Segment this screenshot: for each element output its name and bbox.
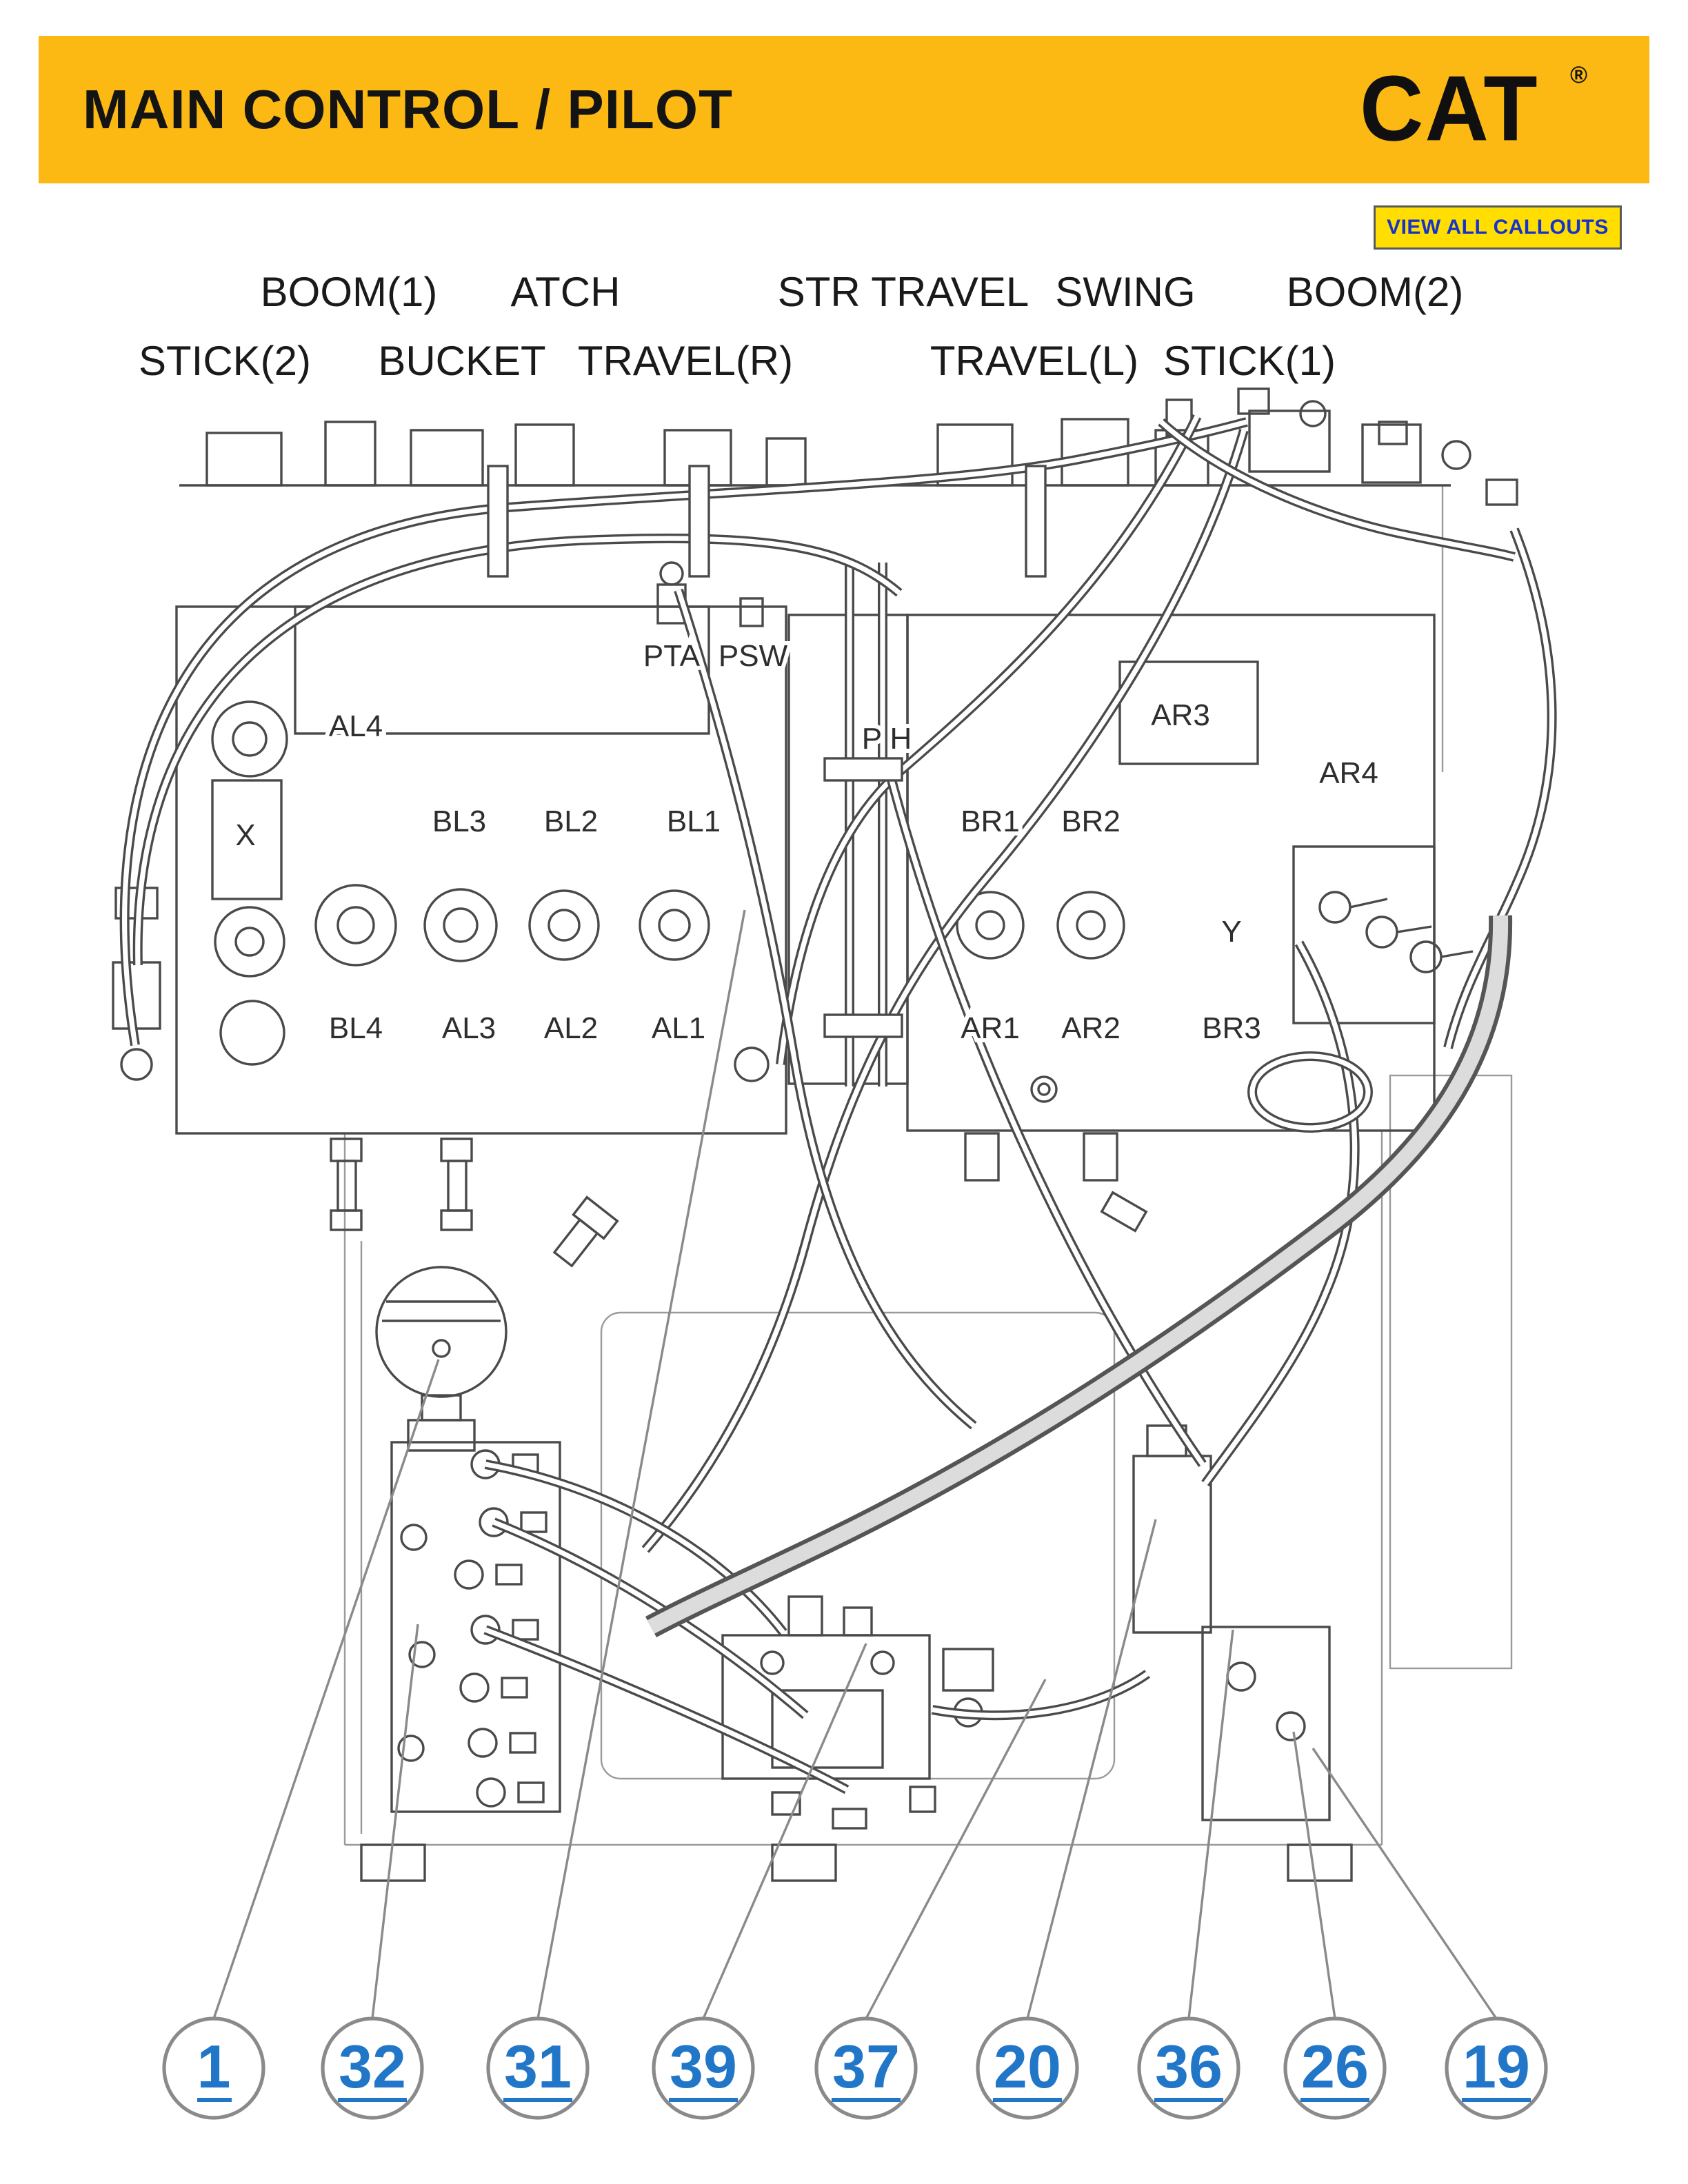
port-x: X (235, 818, 255, 852)
port-al3: AL3 (442, 1011, 496, 1045)
port-bl1: BL1 (667, 805, 721, 838)
callout-20-number[interactable]: 20 (994, 2032, 1061, 2101)
port-al1: AL1 (652, 1011, 705, 1045)
section-label: STICK(2) (139, 338, 311, 384)
section-label: BOOM(2) (1287, 269, 1464, 315)
port-br1: BR1 (961, 805, 1020, 838)
section-labels: BOOM(1) ATCH STR TRAVEL SWING BOOM(2) ST… (134, 265, 1467, 388)
port-ph: P H (862, 722, 912, 756)
section-label: BOOM(1) (261, 269, 438, 315)
port-psw: PSW (719, 639, 788, 673)
callout-37[interactable]: 37 (814, 1679, 1047, 2120)
section-label: SWING (1055, 269, 1195, 315)
port-bl3: BL3 (432, 805, 486, 838)
port-bl2: BL2 (544, 805, 598, 838)
section-label: STR TRAVEL (778, 269, 1029, 315)
page-title: MAIN CONTROL / PILOT (83, 79, 733, 140)
callout-36-number[interactable]: 36 (1155, 2032, 1223, 2101)
callout-1-number[interactable]: 1 (197, 2032, 231, 2101)
callout-32-number[interactable]: 32 (339, 2032, 406, 2101)
valve-assembly-outline (112, 387, 1518, 1882)
section-label: ATCH (511, 269, 621, 315)
port-y: Y (1221, 915, 1241, 949)
registered-trademark-mark: ® (1569, 62, 1587, 88)
port-br2: BR2 (1061, 805, 1121, 838)
port-ar1: AR1 (961, 1011, 1020, 1045)
port-ar3: AR3 (1151, 698, 1210, 732)
callout-32[interactable]: 32 (321, 1624, 424, 2120)
section-label: TRAVEL(L) (930, 338, 1138, 384)
callouts: 1 32 31 39 (162, 909, 1548, 2120)
cat-logo-triangle-icon (1437, 125, 1478, 154)
port-labels: PTA PSW AL4 X BL3 BL2 BL1 P H BR1 BR2 AR… (231, 635, 1382, 1049)
section-label: BUCKET (378, 338, 545, 384)
section-label: TRAVEL(R) (578, 338, 793, 384)
callout-31[interactable]: 31 (486, 909, 746, 2120)
port-bl4: BL4 (329, 1011, 383, 1045)
port-br3: BR3 (1202, 1011, 1261, 1045)
cat-logo: CAT ® (1360, 61, 1587, 165)
callout-36[interactable]: 36 (1137, 1629, 1240, 2120)
callout-19-number[interactable]: 19 (1463, 2032, 1530, 2101)
hydraulic-hoses (125, 416, 1552, 1790)
port-al2: AL2 (544, 1011, 598, 1045)
port-ar4: AR4 (1319, 756, 1378, 790)
callout-26-number[interactable]: 26 (1301, 2032, 1369, 2101)
section-label: STICK(1) (1163, 338, 1336, 384)
port-al4: AL4 (329, 709, 383, 743)
pipe-clamps (487, 465, 1047, 1038)
callout-19[interactable]: 19 (1312, 1748, 1548, 2120)
callout-39[interactable]: 39 (652, 1643, 867, 2120)
callout-20[interactable]: 20 (976, 1519, 1157, 2120)
port-pta: PTA (643, 639, 701, 673)
callout-31-number[interactable]: 31 (504, 2032, 572, 2101)
header-banner: MAIN CONTROL / PILOT CAT ® (39, 36, 1649, 183)
callout-39-number[interactable]: 39 (670, 2032, 737, 2101)
view-all-callouts-button[interactable]: VIEW ALL CALLOUTS (1374, 205, 1622, 250)
port-ar2: AR2 (1061, 1011, 1121, 1045)
callout-26[interactable]: 26 (1283, 1731, 1387, 2120)
callout-1[interactable]: 1 (162, 1359, 440, 2120)
callout-37-number[interactable]: 37 (832, 2032, 900, 2101)
